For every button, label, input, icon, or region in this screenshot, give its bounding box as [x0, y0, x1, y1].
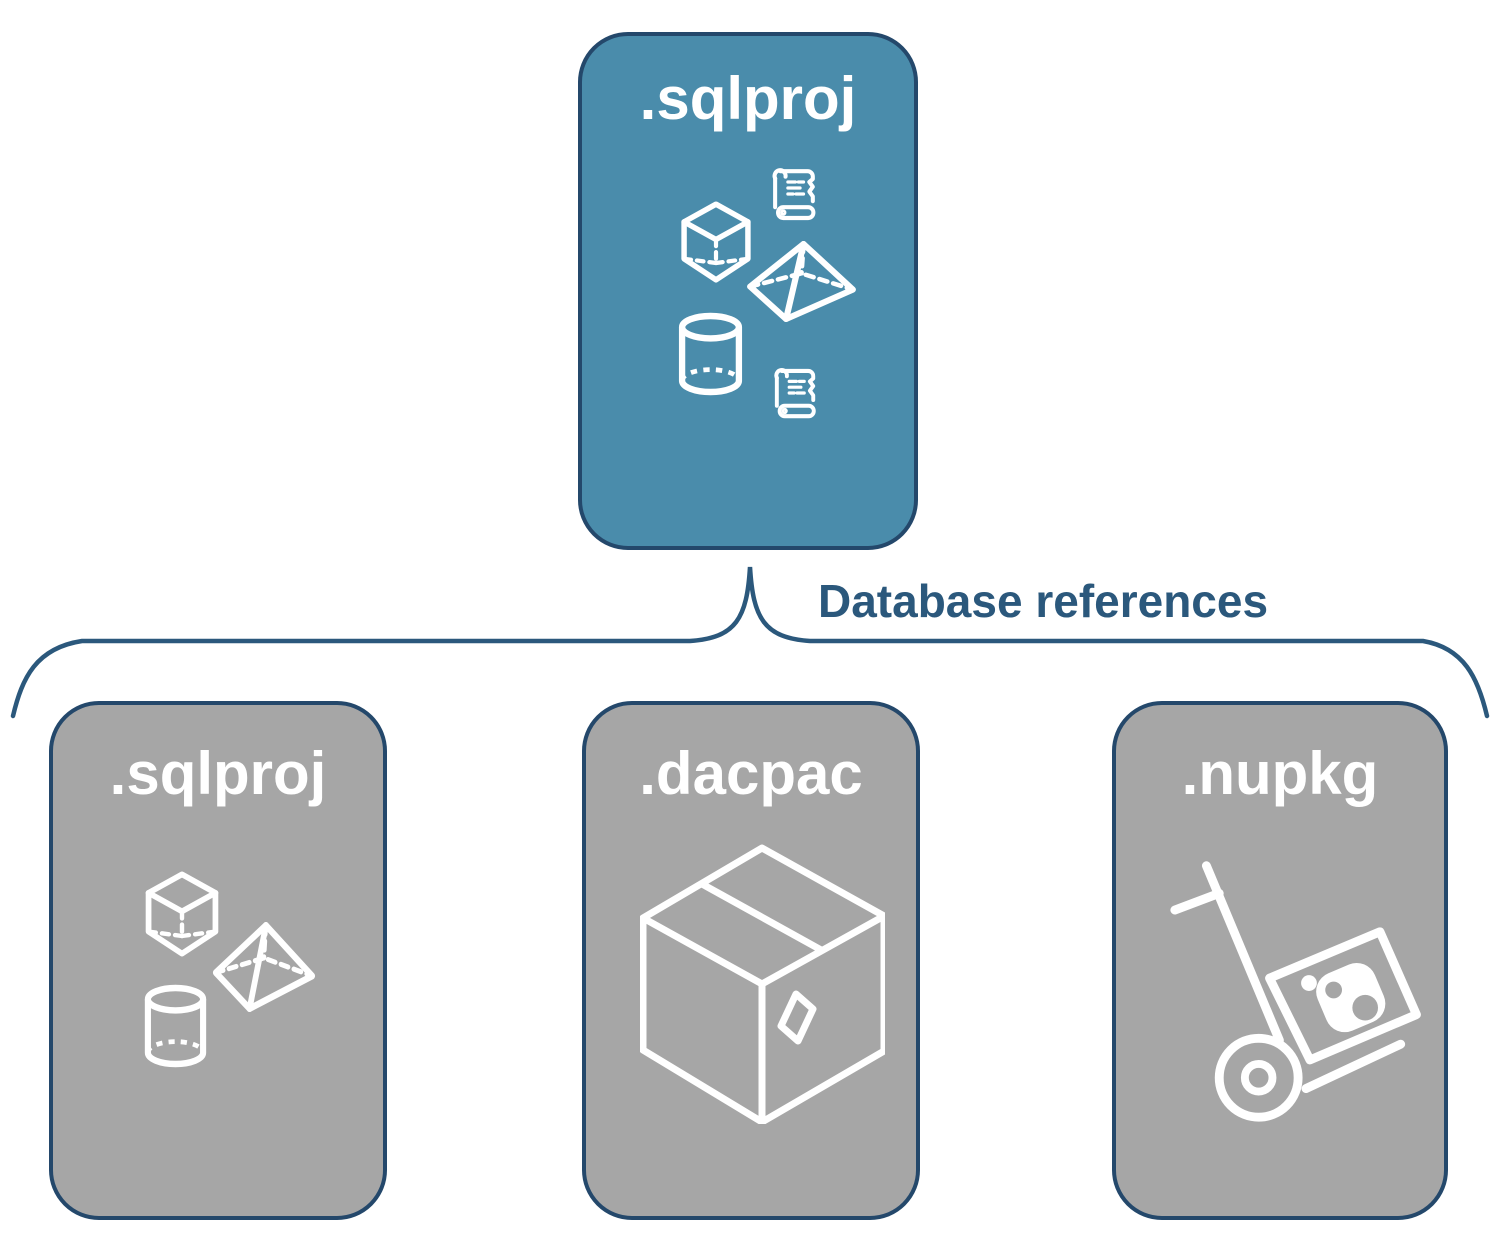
child-node-label: .nupkg: [1181, 740, 1379, 807]
pyramid-icon: [212, 922, 316, 1012]
pyramid-icon: [747, 241, 856, 322]
package-box-icon: [640, 844, 885, 1124]
node-child-sqlproj: .sqlproj: [49, 701, 387, 1220]
scroll-icon: [772, 168, 816, 221]
connector-label: Database references: [818, 575, 1269, 627]
child-node-label: .sqlproj: [109, 740, 327, 807]
scroll-icon: [774, 368, 816, 419]
child-node-label: .dacpac: [639, 740, 863, 807]
cube-icon: [681, 201, 751, 283]
cube-icon: [145, 871, 219, 957]
cylinder-icon: [678, 312, 743, 396]
hand-truck-package-icon: [1170, 861, 1421, 1122]
node-child-dacpac: .dacpac: [582, 701, 920, 1220]
node-root-sqlproj: .sqlproj: [578, 32, 918, 550]
node-child-nupkg: .nupkg: [1112, 701, 1448, 1220]
root-node-label: .sqlproj: [639, 65, 857, 132]
cylinder-icon: [144, 984, 207, 1068]
